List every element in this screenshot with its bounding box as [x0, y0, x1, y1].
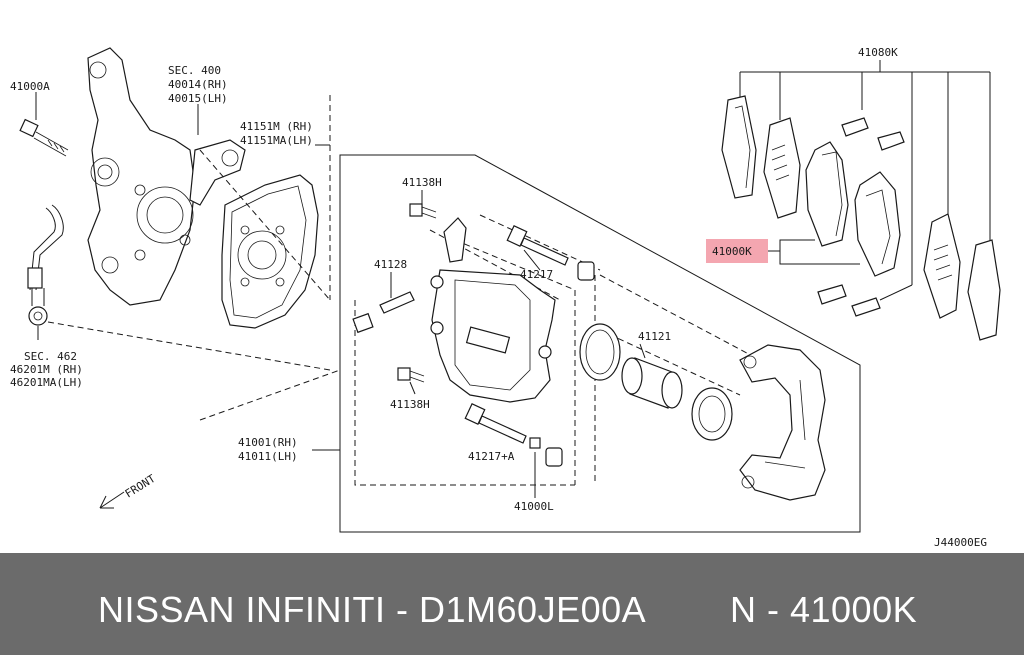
pin-41217a — [464, 402, 563, 467]
bolt-41000a — [19, 118, 69, 157]
label-41217: 41217 — [520, 268, 553, 281]
pad-clip-bottom — [817, 284, 881, 317]
pin-41128 — [352, 291, 415, 334]
label-41000l: 41000L — [514, 500, 554, 513]
label-46201ma: 46201MA(LH) — [10, 376, 83, 389]
label-41128: 41128 — [374, 258, 407, 271]
footer-bar: NISSAN INFINITI - D1M60JE00A N - 41000K — [0, 553, 1024, 655]
pin-41217 — [506, 224, 595, 281]
label-41001: 41001(RH) — [238, 436, 298, 449]
caliper-assembly-frame — [339, 154, 861, 533]
shim-inner-1 — [923, 213, 961, 319]
label-41151m: 41151M (RH) — [240, 120, 313, 133]
label-40014: 40014(RH) — [168, 78, 228, 91]
label-41138h-top: 41138H — [402, 176, 442, 189]
label-41080k: 41080K — [858, 46, 898, 59]
label-40015: 40015(LH) — [168, 92, 228, 105]
label-sec462: SEC. 462 — [24, 350, 77, 363]
footer-part-number: NISSAN INFINITI - D1M60JE00A — [98, 589, 647, 630]
label-46201m: 46201M (RH) — [10, 363, 83, 376]
diagram-code: J44000EG — [934, 536, 987, 549]
dust-shield — [221, 174, 319, 329]
parts-diagram: FRONT 41000A SEC. 400 40014(RH) 40015(LH… — [10, 46, 1001, 549]
shim-inner-2 — [967, 239, 1001, 341]
pad-clip-top — [841, 117, 905, 151]
label-41000k: 41000K — [712, 245, 752, 258]
steering-knuckle — [87, 47, 246, 306]
label-41000a: 41000A — [10, 80, 50, 93]
brake-hose — [27, 204, 64, 326]
piston-41121 — [621, 357, 683, 409]
diagram-canvas: FRONT 41000A SEC. 400 40014(RH) 40015(LH… — [10, 46, 1001, 549]
piston-seal — [579, 323, 621, 381]
bolt-41138h-bottom — [397, 367, 425, 383]
label-41151ma: 41151MA(LH) — [240, 134, 313, 147]
caliper-bracket — [739, 344, 826, 501]
shim-outer-1 — [721, 95, 757, 199]
piston-boot — [691, 387, 733, 441]
caliper-body — [430, 217, 556, 403]
pad-outer — [805, 141, 849, 247]
label-41121: 41121 — [638, 330, 671, 343]
label-41217a: 41217+A — [468, 450, 515, 463]
front-label: FRONT — [123, 472, 158, 501]
highlight-41000k — [706, 239, 768, 263]
pad-inner — [854, 171, 901, 277]
bolt-41138h-top — [409, 203, 437, 219]
label-sec400: SEC. 400 — [168, 64, 221, 77]
shim-outer-2 — [763, 117, 801, 219]
label-41011: 41011(LH) — [238, 450, 298, 463]
label-41138h-bottom: 41138H — [390, 398, 430, 411]
front-arrow: FRONT — [99, 472, 158, 509]
footer-oem-number: N - 41000K — [730, 589, 918, 630]
